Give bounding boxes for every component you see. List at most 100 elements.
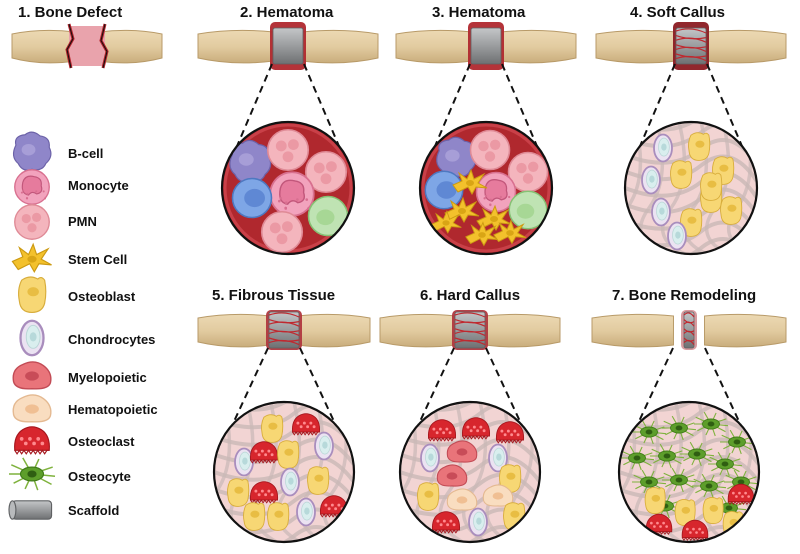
cell-stem [476, 204, 512, 232]
cell-hemato [446, 488, 478, 511]
cell-chondro [468, 507, 488, 537]
legend-label-hematopoietic: Hematopoietic [68, 402, 158, 417]
cell-views-layer [212, 120, 761, 544]
cell-stem [465, 221, 499, 247]
legend-icon-bcell [12, 131, 52, 171]
cell-blue [424, 170, 464, 210]
cell-myelo [436, 464, 468, 487]
cell-blue [231, 177, 273, 219]
bone-hematoma-2 [197, 22, 379, 70]
legend-icon-pmn [14, 204, 50, 240]
cell-bcell [229, 139, 272, 183]
cell-myelo [446, 440, 478, 463]
legend-label-osteoblast: Osteoblast [68, 289, 136, 304]
legend-icon-chondro [19, 319, 45, 357]
cell-osteoblast [702, 497, 724, 525]
scaffold-implant [470, 27, 502, 65]
cell-chondro [280, 467, 300, 497]
cell-osteoclast [495, 421, 525, 444]
bone-hard-callus [379, 310, 561, 350]
cell-osteoclast [681, 519, 709, 541]
cell-bcell [436, 136, 477, 178]
cell-osteocyte [661, 415, 697, 441]
cell-osteoblast [688, 132, 711, 161]
legend-label-myelopoietic: Myelopoietic [68, 370, 147, 385]
cell-osteoblast [417, 482, 440, 511]
legend-icon-hemato [12, 394, 52, 423]
cell-osteoblast [243, 502, 266, 531]
cell-osteoblast [674, 499, 696, 527]
legend-label-monocyte: Monocyte [68, 178, 129, 193]
cell-osteocyte [679, 441, 715, 467]
cell-osteoblast [670, 160, 693, 189]
cell-stem [430, 209, 462, 234]
cell-chondro [420, 443, 440, 473]
cell-osteocyte [619, 445, 655, 471]
cell-osteoclast [427, 419, 457, 442]
cell-osteoblast [700, 172, 723, 201]
bone-remodel [591, 310, 787, 350]
legend-label-osteocyte: Osteocyte [68, 469, 131, 484]
cell-osteoclast [727, 483, 755, 505]
legend-icons-layer [8, 131, 56, 520]
cell-osteocyte [723, 469, 759, 495]
legend-icon-osteocyte [9, 457, 56, 491]
cell-osteoclast [249, 441, 279, 464]
legend-icon-scaffold [8, 500, 53, 520]
cell-osteoclast [461, 417, 491, 440]
cell-chondro [314, 431, 334, 461]
cell-osteoblast [720, 196, 743, 225]
legend-label-stem-cell: Stem Cell [68, 252, 128, 267]
cell-pmn [260, 210, 304, 254]
cell-osteocyte [691, 473, 727, 499]
view-hematoma-2 [220, 120, 356, 256]
view-hematoma-3 [418, 120, 554, 256]
cell-osteoclast [431, 511, 461, 534]
title-hard-callus: 6. Hard Callus [420, 287, 521, 304]
cell-osteoblast [261, 414, 284, 443]
cell-osteocyte [693, 411, 729, 437]
view-fibrous [212, 400, 356, 544]
cell-osteocyte [661, 467, 697, 493]
legend-label-bcell: B-cell [68, 146, 104, 161]
title-hematoma-3: 3. Hematoma [432, 4, 526, 21]
cell-osteoblast [277, 440, 300, 469]
cell-osteoblast [722, 511, 744, 539]
cell-chondro [641, 165, 661, 195]
legend-label-scaffold: Scaffold [68, 503, 120, 518]
view-hard-callus [398, 400, 542, 544]
cell-chondro [296, 497, 316, 527]
view-remodel [617, 400, 761, 544]
view-soft-callus [623, 120, 759, 256]
cell-green [307, 195, 349, 237]
cell-osteoblast [499, 464, 522, 493]
legend-icon-monocyte [14, 169, 50, 205]
bone-fibrous [197, 310, 371, 350]
cell-monocyte [269, 171, 315, 217]
scaffold-implant [272, 27, 304, 65]
cell-osteocyte [707, 451, 743, 477]
cell-osteocyte [631, 469, 667, 495]
cell-chondro [653, 133, 673, 163]
legend-icon-osteoclast [14, 426, 50, 455]
cell-pmn [469, 129, 511, 171]
view-border [623, 120, 759, 256]
view-border [418, 120, 554, 256]
bone-soft-callus [595, 22, 787, 70]
legend-label-chondrocytes: Chondrocytes [68, 332, 156, 347]
cell-osteoclast [291, 413, 321, 436]
bone-defect [11, 23, 163, 69]
view-border [212, 400, 356, 544]
cell-osteocyte [649, 443, 685, 469]
bones-layer [11, 22, 787, 350]
legend-icon-myelo [12, 361, 52, 390]
cell-osteoclast [645, 513, 673, 535]
title-soft-callus: 4. Soft Callus [630, 4, 726, 21]
cell-osteoblast [267, 502, 290, 531]
title-fibrous-tissue: 5. Fibrous Tissue [212, 287, 336, 304]
view-border [220, 120, 356, 256]
cell-osteoclast [249, 481, 279, 504]
cell-stem [444, 196, 480, 224]
